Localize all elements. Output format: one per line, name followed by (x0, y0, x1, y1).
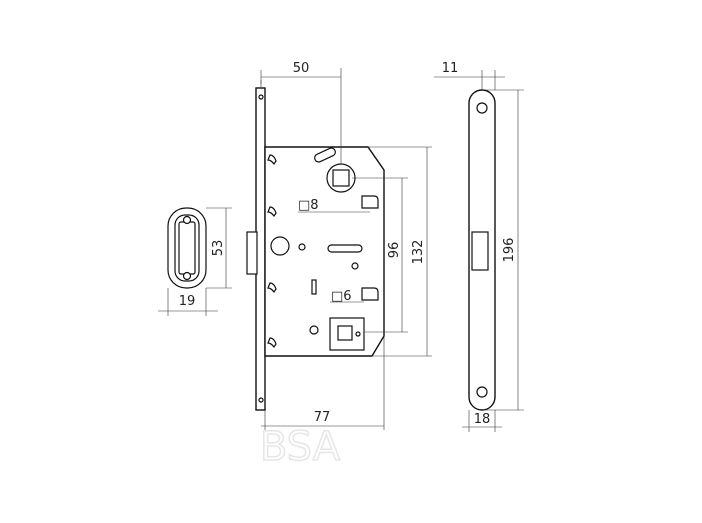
backset-label: 50 (293, 61, 310, 76)
depth-dimension: 77 (261, 336, 385, 430)
center-distance-dimension: 96 (352, 177, 408, 333)
faceplate-height-dimension: 196 (482, 89, 524, 411)
spindle-label: □8 (298, 198, 319, 213)
watermark: BSA (260, 424, 341, 470)
center-distance-label: 96 (387, 242, 402, 259)
faceplate-height-label: 196 (502, 238, 517, 263)
body-height-dimension: 132 (368, 146, 432, 357)
latch-bolt (246, 231, 258, 275)
strike-height-label: 53 (211, 240, 226, 257)
faceplate (468, 89, 496, 411)
square-follower (329, 317, 365, 351)
depth-label: 77 (314, 410, 331, 425)
strike-width-label: 19 (179, 294, 196, 309)
faceplate-width-dimension: 18 (462, 410, 502, 432)
backset-dimension: 50 (260, 61, 342, 164)
square-dimension: □6 (330, 289, 364, 304)
strike-height-dimension: 53 (206, 207, 232, 289)
faceplate-thickness-label: 11 (442, 61, 459, 76)
body-height-label: 132 (411, 240, 426, 265)
strike-width-dimension: 19 (158, 288, 218, 316)
faceplate-width-label: 18 (474, 412, 491, 427)
square-label: □6 (331, 289, 352, 304)
spindle-follower (314, 147, 379, 209)
faceplate-thickness-dimension: 11 (434, 61, 505, 90)
strike-plate (167, 207, 207, 289)
latch-mechanism (270, 236, 379, 335)
spindle-dimension: □8 (298, 198, 370, 213)
